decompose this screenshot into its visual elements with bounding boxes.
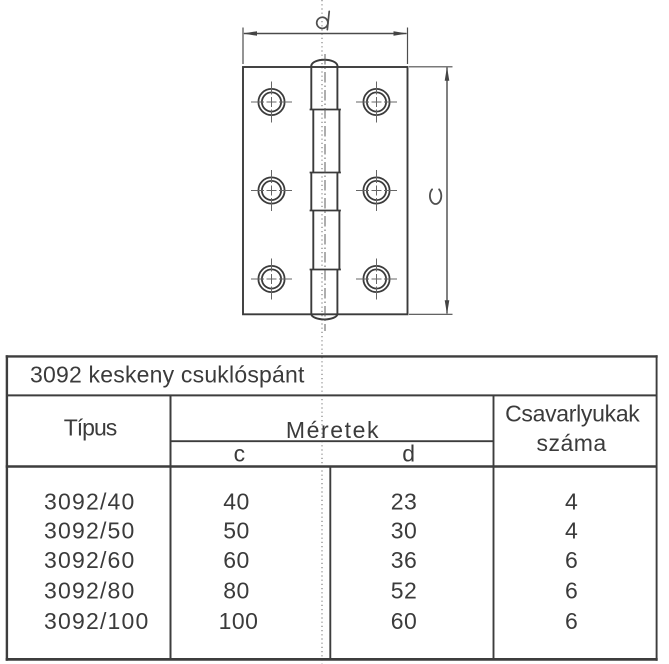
svg-text:60: 60 (391, 608, 418, 634)
svg-text:Típus: Típus (64, 414, 117, 440)
svg-text:36: 36 (391, 547, 418, 573)
svg-text:60: 60 (223, 547, 250, 573)
svg-text:6: 6 (565, 608, 578, 634)
svg-text:3092/40: 3092/40 (44, 489, 136, 515)
svg-text:száma: száma (536, 430, 606, 456)
svg-text:3092/80: 3092/80 (44, 578, 136, 604)
svg-text:Méretek: Méretek (286, 417, 380, 443)
svg-text:Csavarlyukak: Csavarlyukak (505, 401, 640, 427)
svg-text:23: 23 (391, 489, 418, 515)
svg-text:c: c (234, 441, 246, 467)
svg-text:6: 6 (565, 578, 578, 604)
svg-text:4: 4 (565, 518, 578, 544)
svg-text:3092/100: 3092/100 (44, 608, 150, 634)
svg-text:3092/60: 3092/60 (44, 547, 136, 573)
svg-text:80: 80 (223, 578, 250, 604)
svg-text:3092 keskeny csuklóspánt: 3092 keskeny csuklóspánt (30, 362, 305, 388)
svg-text:52: 52 (391, 578, 418, 604)
svg-text:30: 30 (391, 518, 418, 544)
svg-text:3092/50: 3092/50 (44, 518, 136, 544)
svg-text:6: 6 (565, 547, 578, 573)
svg-text:50: 50 (223, 518, 250, 544)
svg-text:40: 40 (223, 489, 250, 515)
svg-text:100: 100 (219, 608, 259, 634)
svg-text:d: d (402, 441, 415, 467)
svg-text:4: 4 (565, 489, 578, 515)
